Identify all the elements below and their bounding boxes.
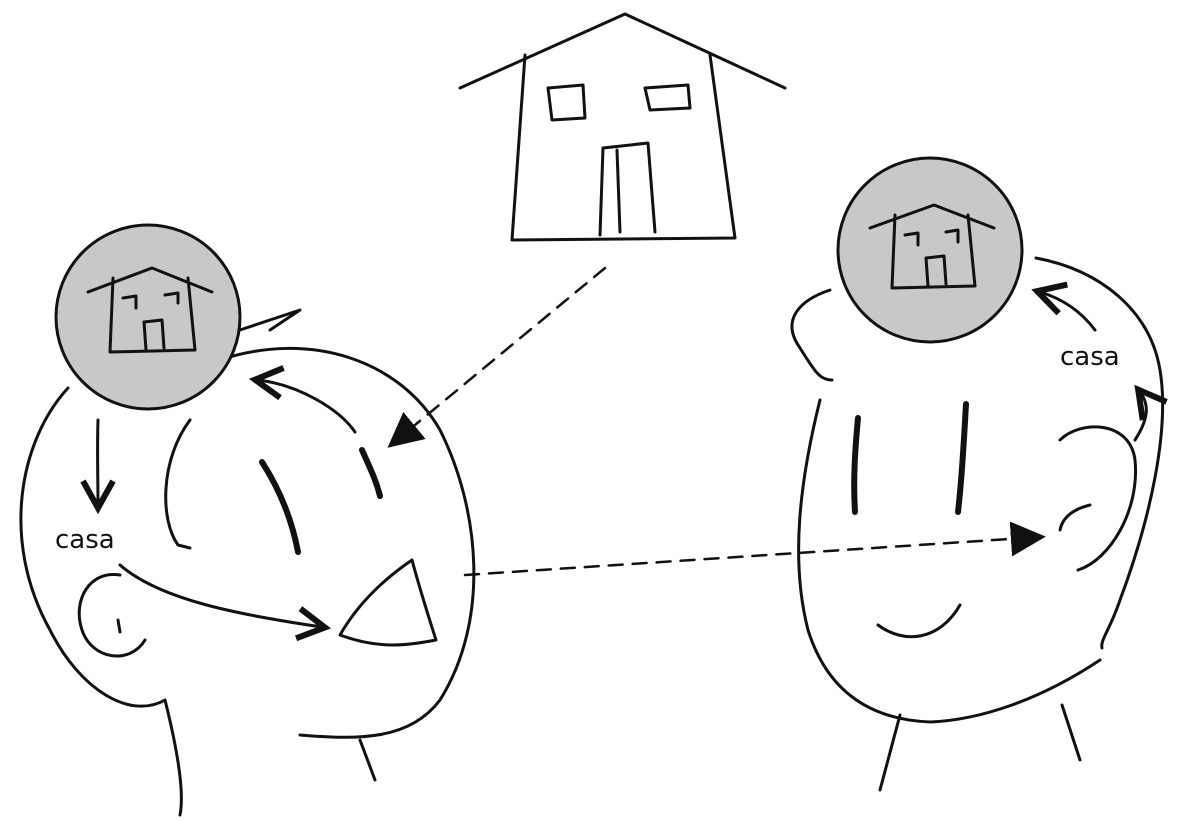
listener-head <box>792 258 1163 790</box>
listener-word-label: casa <box>1060 342 1120 372</box>
comprehension-arrow <box>1040 292 1095 330</box>
perception-arrow <box>392 268 605 444</box>
speech-transmission-arrow <box>465 537 1040 575</box>
memory-arrow <box>258 380 355 432</box>
speech-arrow <box>120 565 322 627</box>
listener-thought-bubble <box>838 158 1022 342</box>
house-icon <box>460 14 785 240</box>
speaker-thought-bubble <box>56 225 240 409</box>
hearing-arrow <box>1135 392 1146 440</box>
speaker-word-label: casa <box>55 525 115 555</box>
